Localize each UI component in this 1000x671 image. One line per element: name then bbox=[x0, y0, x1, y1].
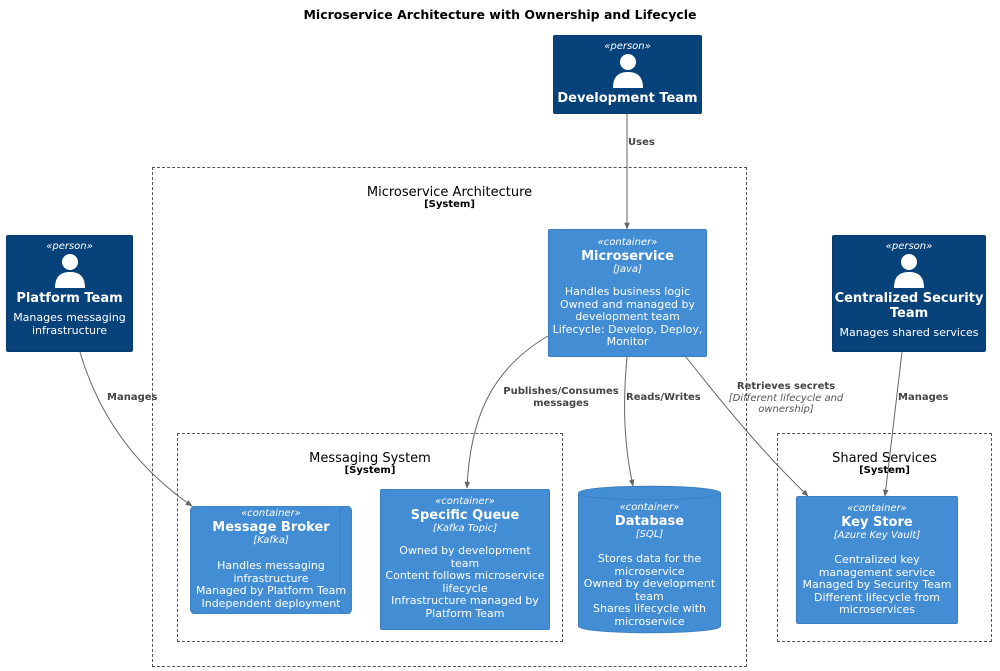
person-name: Platform Team bbox=[16, 291, 123, 306]
container-description: Centralized key management service Manag… bbox=[802, 553, 952, 617]
person-name: Centralized Security Team bbox=[834, 291, 984, 321]
person-stereotype: «person» bbox=[604, 41, 651, 52]
container-technology: [Azure Key Vault] bbox=[833, 530, 921, 541]
database-text: «container» Database [SQL] Stores data f… bbox=[578, 485, 721, 629]
boundary-title: Messaging System bbox=[309, 451, 431, 466]
edge-label-uses: Uses bbox=[628, 137, 655, 148]
edge-readswrites bbox=[624, 356, 635, 487]
container-description: Stores data for the microservice Owned b… bbox=[583, 552, 716, 628]
boundary-title: Microservice Architecture bbox=[366, 185, 533, 200]
container-name: Microservice bbox=[581, 249, 674, 264]
person-stereotype: «person» bbox=[46, 241, 93, 252]
container-technology: [Java] bbox=[613, 264, 642, 275]
boundary-type: [System] bbox=[344, 465, 396, 476]
container-name: Database bbox=[614, 514, 685, 529]
person-icon bbox=[612, 54, 643, 88]
edge-technology-secrets: [Different lifecycle and ownership] bbox=[728, 393, 844, 415]
container-technology: [SQL] bbox=[635, 529, 664, 540]
container-database[interactable]: «container» Database [SQL] Stores data f… bbox=[578, 485, 721, 634]
edge-secrets bbox=[685, 356, 809, 497]
container-stereotype: «container» bbox=[597, 237, 658, 248]
container-technology: [Kafka Topic] bbox=[432, 523, 498, 534]
edge-pubsub bbox=[464, 335, 549, 489]
container-technology: [Kafka] bbox=[253, 535, 289, 546]
boundary-type: [System] bbox=[424, 199, 475, 210]
container-message-broker[interactable]: «container» Message Broker [Kafka] Handl… bbox=[190, 506, 352, 614]
edge-label-pubsub: Publishes/Consumes messages bbox=[503, 386, 619, 409]
container-stereotype: «container» bbox=[619, 502, 680, 513]
person-icon bbox=[894, 254, 924, 288]
edge-label-platform-manages: Manages bbox=[107, 392, 158, 403]
database-shape bbox=[578, 485, 721, 634]
boundary-type: [System] bbox=[859, 465, 910, 476]
person-centralized-security-team[interactable]: «person» Centralized Security Team Manag… bbox=[832, 235, 986, 352]
container-description: Handles business logic Owned and managed… bbox=[552, 285, 703, 349]
container-stereotype: «container» bbox=[241, 508, 301, 519]
boundary-shared-services: Shared Services [System] bbox=[777, 433, 992, 642]
diagram-title: Microservice Architecture with Ownership… bbox=[303, 7, 697, 22]
edge-platform-manages bbox=[79, 351, 193, 507]
container-description: Owned by development team Content follow… bbox=[385, 544, 545, 620]
container-specific-queue[interactable]: «container» Specific Queue [Kafka Topic]… bbox=[380, 489, 550, 630]
boundary-microservice-architecture: Microservice Architecture [System] bbox=[152, 167, 747, 667]
queue-shape bbox=[190, 506, 352, 614]
broker-text: «container» Message Broker [Kafka] Handl… bbox=[190, 506, 352, 610]
container-stereotype: «container» bbox=[847, 503, 907, 514]
container-stereotype: «container» bbox=[435, 496, 495, 507]
person-name: Development Team bbox=[557, 91, 698, 106]
edge-label-readswrites: Reads/Writes bbox=[626, 392, 701, 403]
container-name: Key Store bbox=[841, 515, 913, 530]
person-icon bbox=[54, 254, 85, 288]
container-key-store[interactable]: «container» Key Store [Azure Key Vault] … bbox=[796, 496, 958, 624]
edge-label-secrets: Retrieves secrets bbox=[736, 381, 836, 392]
boundary-title: Shared Services bbox=[832, 451, 937, 466]
edge-label-security-manages: Manages bbox=[898, 392, 949, 403]
person-platform-team[interactable]: «person» Platform Team Manages messaging… bbox=[6, 235, 133, 352]
container-name: Message Broker bbox=[212, 520, 330, 535]
container-name: Specific Queue bbox=[410, 508, 520, 523]
boundary-messaging-system: Messaging System [System] bbox=[177, 433, 563, 642]
container-microservice[interactable]: «container» Microservice [Java] Handles … bbox=[548, 229, 707, 357]
person-development-team[interactable]: «person» Development Team bbox=[553, 35, 702, 114]
container-description: Handles messaging infrastructure Managed… bbox=[195, 559, 347, 610]
edge-security-manages bbox=[882, 351, 903, 497]
person-description: Manages messaging infrastructure bbox=[13, 311, 126, 337]
person-description: Manages shared services bbox=[839, 326, 979, 339]
person-stereotype: «person» bbox=[885, 241, 933, 252]
